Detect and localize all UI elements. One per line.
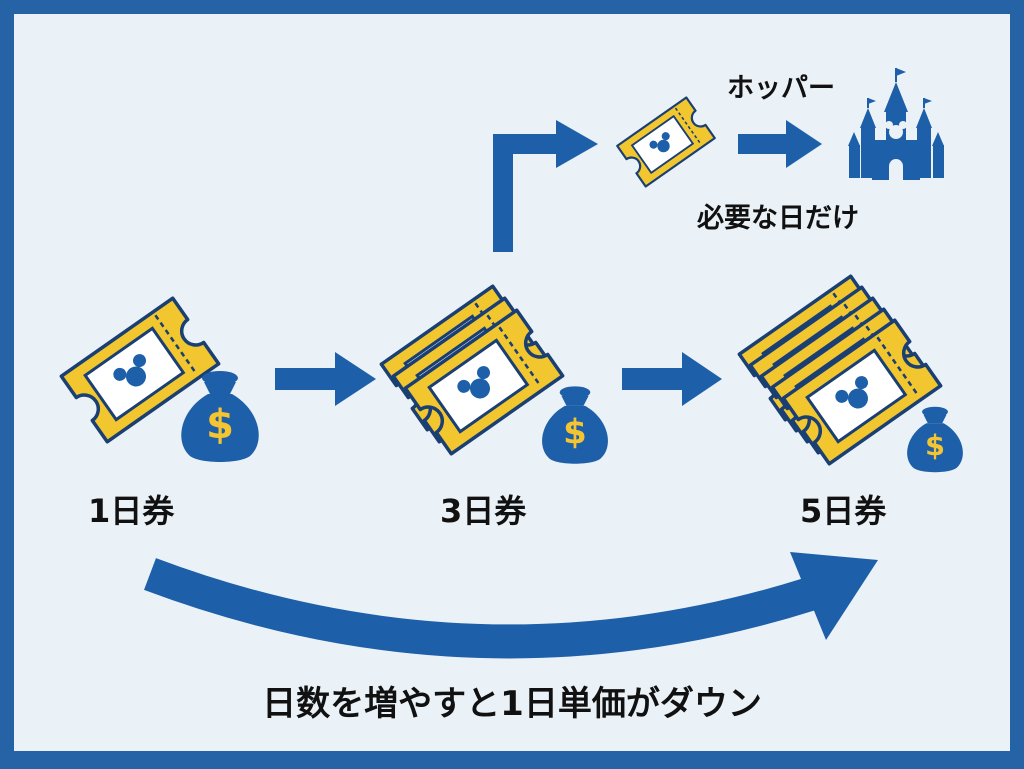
arrow-icon bbox=[556, 120, 598, 168]
arrow-icon bbox=[622, 352, 722, 406]
needed-days-label: 必要な日だけ bbox=[697, 203, 859, 234]
hopper-label: ホッパー bbox=[727, 73, 835, 104]
one-day-ticket-label: 1日券 bbox=[88, 492, 175, 530]
three-day-ticket-label: 3日券 bbox=[440, 492, 527, 530]
discount-curve-arrow bbox=[144, 552, 878, 659]
arrow-icon bbox=[738, 120, 822, 168]
hopper-branch-arrow bbox=[493, 120, 598, 252]
arrow-icon bbox=[275, 352, 376, 406]
caption: 日数を増やすと1日単価がダウン bbox=[262, 684, 762, 724]
arrow-icon bbox=[790, 552, 878, 640]
castle-icon bbox=[848, 68, 944, 180]
five-day-ticket-label: 5日券 bbox=[800, 492, 887, 530]
